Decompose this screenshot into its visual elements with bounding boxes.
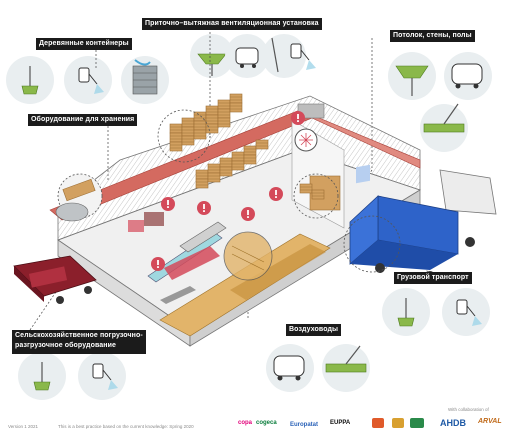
- label-agri-loading-equipment: Сельскохозяйственное погрузочно-разгрузо…: [12, 330, 146, 354]
- label-ceilings-walls-floors: Потолок, стены, полы: [390, 30, 475, 42]
- logo-cogeca: cogeca: [256, 420, 277, 426]
- red-loader: [13, 255, 97, 304]
- footer-version: Version 1 2021: [8, 424, 39, 429]
- logo-copa: copa: [238, 420, 253, 426]
- label-wooden-containers: Деревянные контейнеры: [36, 38, 132, 50]
- logo-mark-yellow: [392, 418, 404, 428]
- icons-air-ducts: [266, 344, 370, 392]
- logo-arval: ARVAL: [478, 418, 502, 425]
- label-storage-equipment: Оборудование для хранения: [28, 114, 138, 126]
- storage-equipment: [55, 173, 103, 222]
- logo-europatat: Europatat: [290, 422, 319, 428]
- icons-wooden-containers: [6, 56, 169, 104]
- icons-truck: [382, 288, 490, 336]
- label-ventilation: Приточно–вытяжная вентиляционная установ…: [142, 18, 322, 30]
- crate-highlight: [157, 109, 339, 281]
- logo-eupa: EUPPA: [330, 420, 351, 426]
- logo-mark-green: [410, 418, 424, 428]
- icons-ventilation: [190, 34, 317, 78]
- footer-note: This is a best practice based on the cur…: [58, 424, 194, 429]
- conveyor: [128, 212, 227, 304]
- label-air-ducts: Воздуховоды: [286, 324, 342, 336]
- logo-ahdb: AHDB: [440, 418, 466, 428]
- icons-ceilings-walls-floors: [388, 52, 492, 152]
- icons-loading-equipment: [18, 352, 126, 400]
- logo-mark-orange: [372, 418, 384, 428]
- footer-collab: With collaboration of: [448, 407, 489, 412]
- truck: [343, 164, 497, 281]
- label-truck-transport: Грузовой транспорт: [394, 272, 472, 284]
